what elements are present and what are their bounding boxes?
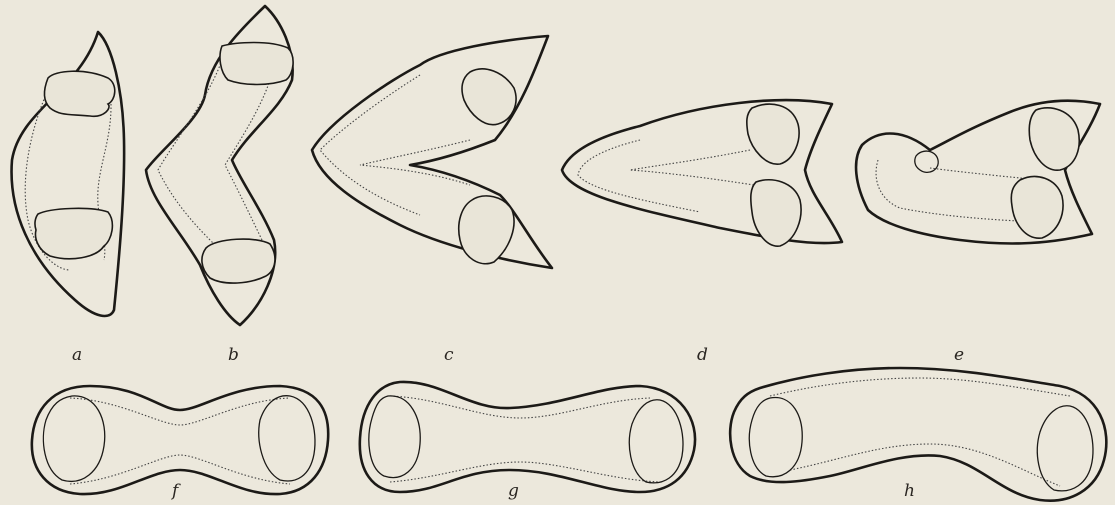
label-c: c: [444, 345, 454, 365]
form-e: [856, 101, 1100, 244]
form-d: [562, 100, 842, 246]
label-h: h: [904, 481, 915, 501]
label-g: g: [508, 481, 519, 501]
label-e: e: [954, 345, 964, 365]
form-a: [12, 32, 125, 316]
form-g: [360, 382, 695, 492]
label-a: a: [72, 345, 82, 365]
label-d: d: [697, 345, 708, 365]
form-h: [730, 368, 1106, 501]
form-b: [146, 6, 293, 325]
form-c: [312, 36, 552, 268]
form-f: [32, 386, 328, 494]
label-f: f: [170, 481, 181, 501]
label-b: b: [228, 345, 239, 365]
